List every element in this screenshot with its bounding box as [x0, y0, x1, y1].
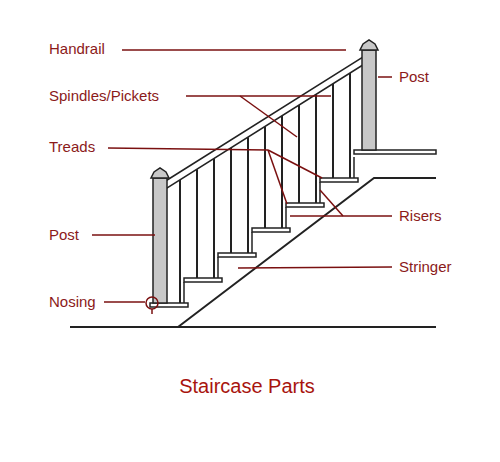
- part-label: Risers: [398, 207, 443, 225]
- part-label: Nosing: [48, 293, 97, 311]
- part-label: Handrail: [48, 40, 106, 58]
- post: [153, 178, 167, 303]
- floor-line: [70, 326, 436, 328]
- post-cap: [360, 40, 378, 50]
- part-label: Post: [48, 226, 80, 244]
- part-label: Treads: [48, 138, 96, 156]
- post: [362, 50, 376, 150]
- handrail: [164, 55, 366, 190]
- part-label: Spindles/Pickets: [48, 87, 160, 105]
- part-label: Post: [398, 68, 430, 86]
- stringer: [178, 178, 436, 327]
- post-cap: [151, 168, 169, 178]
- caption: Staircase Parts: [179, 374, 315, 398]
- part-label: Stringer: [398, 258, 453, 276]
